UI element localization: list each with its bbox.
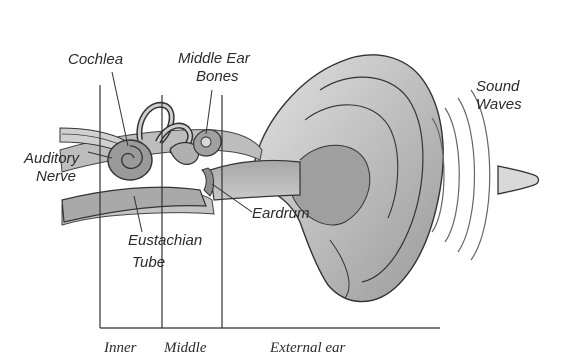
ear-canal <box>210 160 300 200</box>
label-eustachian-tube-line1: Eustachian <box>128 232 202 249</box>
label-sound-waves-line2: Waves <box>476 96 522 113</box>
sound-source-icon <box>498 166 539 194</box>
section-label-middle: Middle <box>163 340 207 356</box>
label-auditory-nerve-line2: Nerve <box>36 168 76 185</box>
cochlea-shape <box>108 140 152 180</box>
section-label-external: External ear <box>269 340 346 356</box>
eustachian-tube <box>62 187 206 222</box>
label-sound-waves-line1: Sound <box>476 78 520 95</box>
label-auditory-nerve-line1: Auditory <box>23 150 81 167</box>
section-label-inner: Inner <box>103 340 137 356</box>
label-cochlea: Cochlea <box>68 51 123 68</box>
eardrum-shape <box>202 168 214 196</box>
label-eardrum: Eardrum <box>252 205 310 222</box>
label-middle-ear-bones-line1: Middle Ear <box>178 50 251 67</box>
label-middle-ear-bones-line2: Bones <box>196 68 239 85</box>
label-eustachian-tube-line2: Tube <box>132 254 165 271</box>
